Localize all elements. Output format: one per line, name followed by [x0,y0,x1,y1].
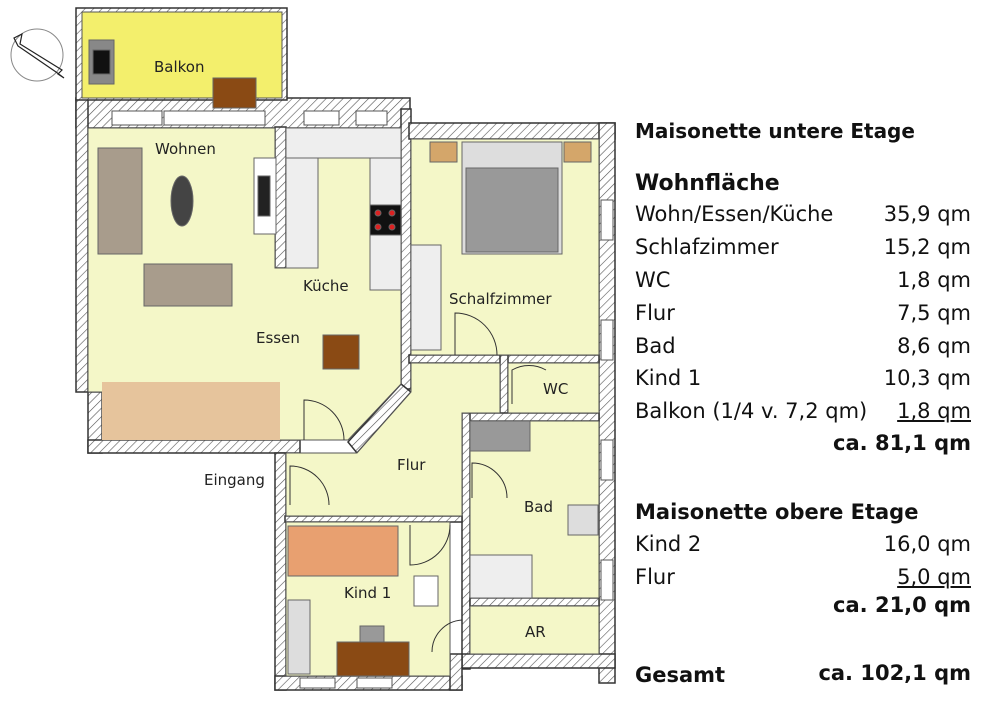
toy [413,575,439,607]
area-row: Balkon (1/4 v. 7,2 qm)1,8 qm [635,399,971,423]
bathtub [469,554,533,599]
coffee-table [170,175,194,227]
cooktop [369,204,402,236]
kitchen-counter-top [285,127,402,159]
label-balkon: Balkon [154,58,205,76]
room-ar [469,605,600,655]
doors[interactable] [289,312,547,653]
label-flur: Flur [397,456,426,474]
room-wc [507,362,600,414]
room-flur [285,362,501,517]
label-schlafzimmer: Schalfzimmer [449,290,552,308]
upper-heading: Maisonette obere Etage [635,500,919,524]
sofa-left [97,147,143,255]
grand-total-label: Gesamt [635,663,726,687]
label-essen: Essen [256,329,300,347]
north-arrow-icon [10,28,65,82]
wohnflaeche-heading: Wohnfläche [635,171,780,196]
parquet-floor [102,382,280,440]
upper-total: ca. 21,0 qm [833,593,971,617]
lower-total: ca. 81,1 qm [833,431,971,455]
label-wc: WC [543,380,568,398]
label-bad: Bad [524,498,553,516]
windows [111,110,614,689]
furniture [88,39,599,677]
chair [359,625,385,643]
balcony-table [212,77,257,109]
wardrobe [410,244,442,351]
label-kind1: Kind 1 [344,584,391,602]
label-eingang: Eingang [204,471,265,489]
label-kueche: Küche [303,277,349,295]
lower-heading: Maisonette untere Etage [635,119,915,143]
kid-bed [287,525,399,577]
label-wohnen: Wohnen [155,140,216,158]
sink [567,504,599,536]
bathroom-cabinet [469,420,531,452]
desk [336,641,410,677]
label-ar: AR [525,623,546,641]
sofa-bottom [143,263,233,307]
grand-total-value: ca. 102,1 qm [818,661,971,685]
kid-shelf [287,599,311,675]
dining-table [322,334,360,370]
